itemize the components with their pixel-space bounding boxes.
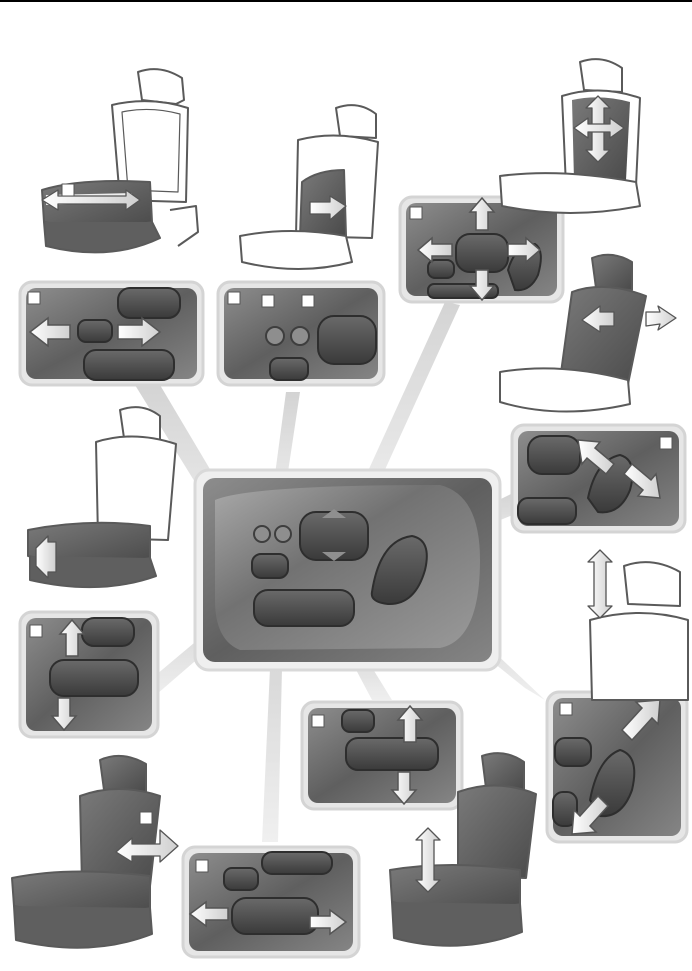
memory-button-detail-2 bbox=[291, 327, 309, 345]
seat-illustration-cushion-front-height bbox=[28, 407, 176, 587]
panel-callout-box bbox=[228, 292, 240, 304]
detail-panel-headrest-lumbar bbox=[400, 197, 563, 302]
detail-panel-cushion-fore-aft bbox=[20, 282, 203, 385]
panel-callout-box bbox=[560, 703, 572, 715]
seat-illustration-headrest-height bbox=[588, 550, 688, 700]
panel-callout-box bbox=[262, 295, 274, 307]
seat-illustration-headrest-lumbar bbox=[500, 59, 640, 213]
small-seat-switch[interactable] bbox=[252, 554, 288, 578]
panel-callout-box bbox=[196, 860, 208, 872]
cushion-switch[interactable] bbox=[254, 590, 354, 626]
detail-panel-cushion-slide bbox=[183, 847, 359, 957]
detail-panel-backrest-tilt bbox=[547, 692, 687, 842]
panel-callout-box bbox=[410, 207, 422, 219]
memory-button-1[interactable] bbox=[254, 526, 270, 542]
detail-panel-cushion-rear-height bbox=[302, 702, 462, 809]
detail-panel-memory bbox=[218, 282, 384, 385]
memory-button-2[interactable] bbox=[275, 526, 291, 542]
arrow-up-down-icon bbox=[416, 828, 440, 892]
detail-panel-recline bbox=[512, 425, 685, 532]
seat-illustration-lumbar bbox=[240, 105, 378, 269]
central-switch-panel bbox=[195, 470, 500, 670]
panel-callout-box bbox=[30, 625, 42, 637]
seat-illustration-side-bolster bbox=[12, 756, 178, 948]
panel-callout-box bbox=[302, 295, 314, 307]
seat-illustration-cushion-fore-aft bbox=[42, 69, 198, 252]
arrow-up-down-icon bbox=[588, 550, 612, 618]
arrow-right-icon bbox=[646, 306, 676, 330]
panel-callout-box bbox=[660, 437, 672, 449]
panel-callout-box bbox=[28, 292, 40, 304]
memory-button-detail-1 bbox=[266, 327, 284, 345]
panel-callout-box bbox=[312, 715, 324, 727]
detail-panel-cushion-front-height bbox=[20, 612, 158, 737]
